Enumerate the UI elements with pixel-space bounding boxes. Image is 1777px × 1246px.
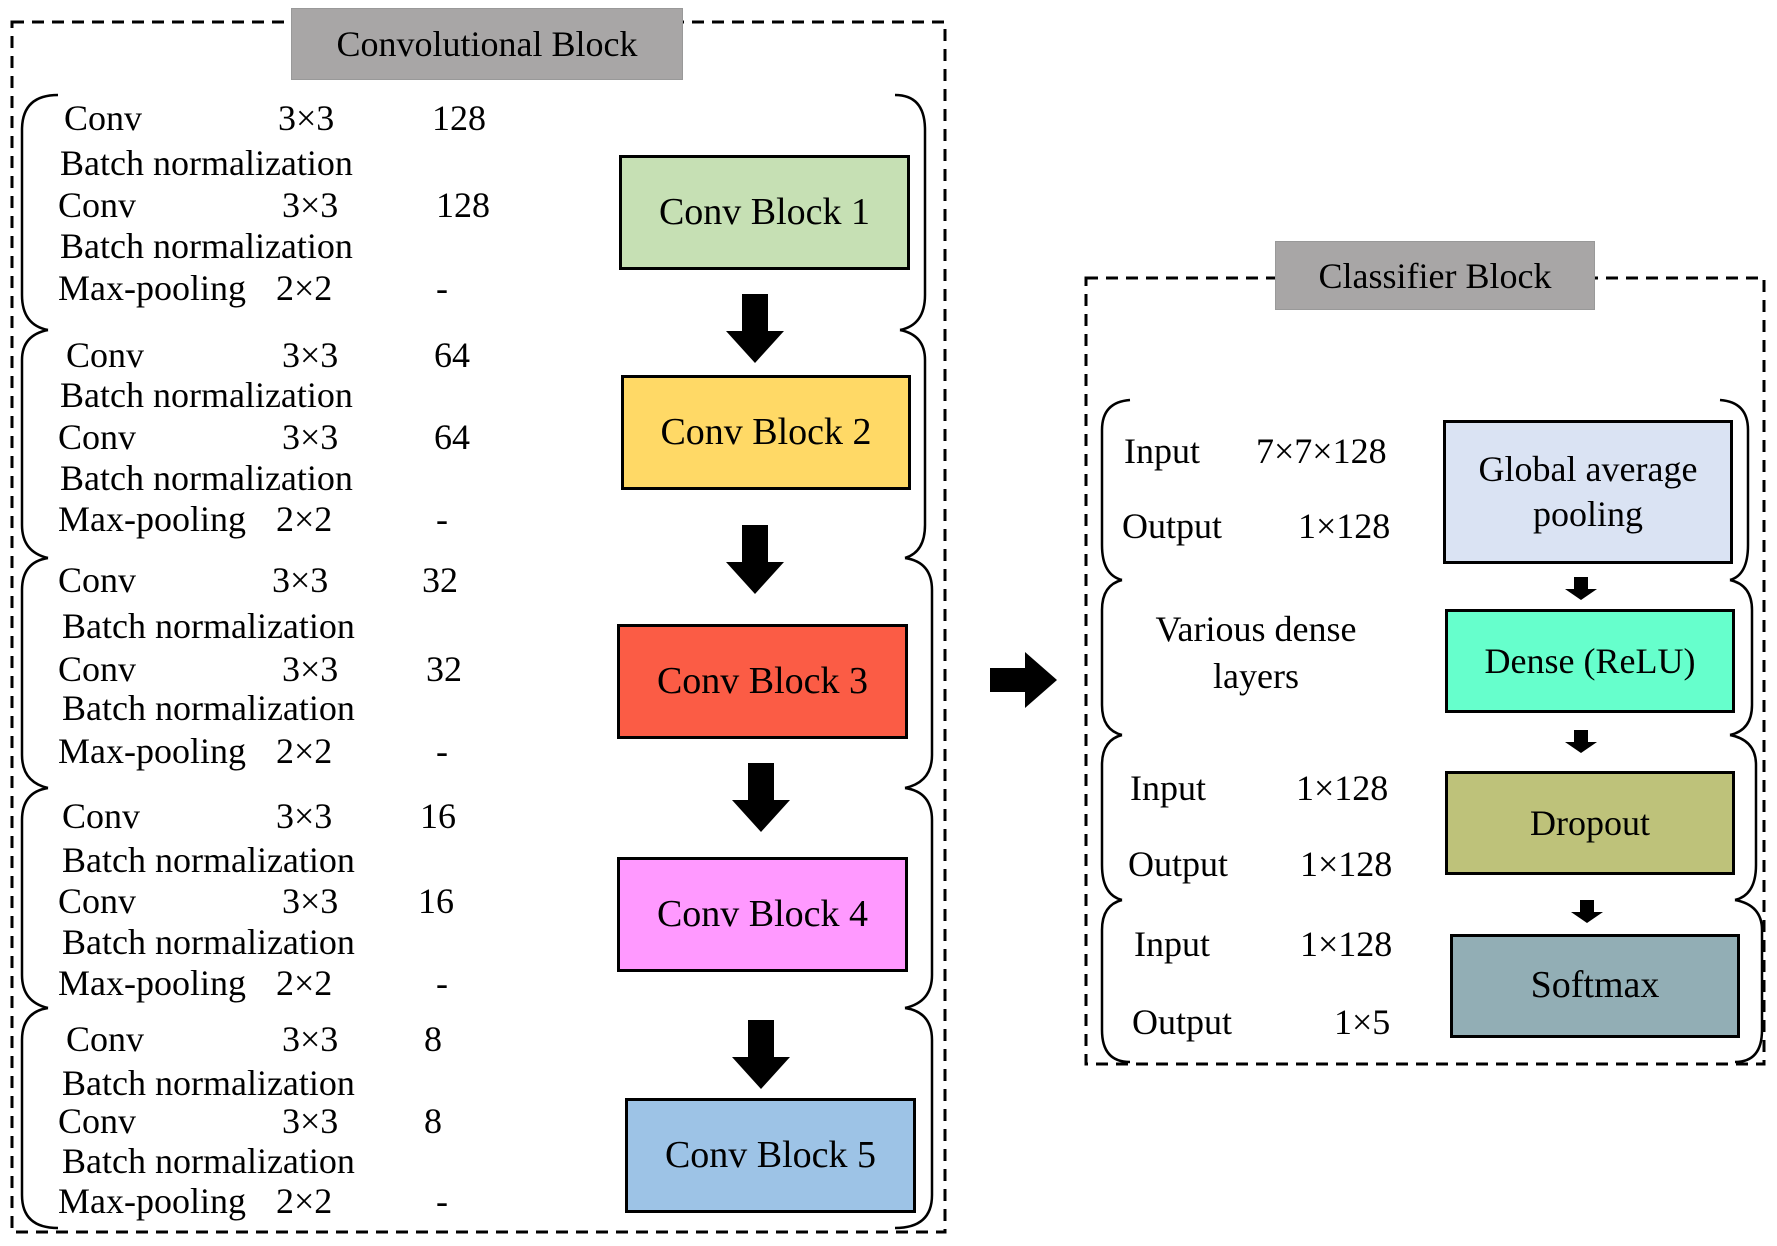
layer-filters: 128 (436, 185, 490, 225)
layer-name: Batch normalization (60, 226, 353, 266)
conv-block-5-box: Conv Block 5 (625, 1098, 916, 1213)
stage-row-name: Input (1134, 924, 1210, 964)
classifier-block-title: Classifier Block (1275, 241, 1595, 310)
layer-kernel: 3×3 (282, 649, 339, 689)
layer-filters: - (436, 963, 448, 1003)
classifier-left-braces (1100, 398, 1131, 1064)
stage-row-value: 1×5 (1334, 1002, 1391, 1042)
conv-flow-arrows (726, 294, 1603, 1089)
layer-kernel: 2×2 (276, 731, 333, 771)
stage-row-name: Input (1130, 768, 1206, 808)
stage-row-value: 1×128 (1296, 768, 1389, 808)
layer-kernel: 3×3 (282, 881, 339, 921)
layer-name: Batch normalization (60, 375, 353, 415)
layer-name: Batch normalization (62, 606, 355, 646)
layer-name: Conv (66, 1019, 145, 1059)
layer-kernel: 3×3 (282, 417, 339, 457)
conv-block-1-box: Conv Block 1 (619, 155, 910, 270)
conv-block-4-box: Conv Block 4 (617, 857, 908, 972)
layer-filters: 32 (422, 560, 458, 600)
layer-kernel: 3×3 (282, 185, 339, 225)
layer-name: Batch normalization (62, 1063, 355, 1103)
conv-right-braces (894, 93, 934, 1230)
arrow-right-icon (990, 652, 1057, 708)
layer-name: Conv (58, 560, 137, 600)
global-average-pooling-box: Global average pooling (1443, 420, 1733, 564)
layer-filters: 64 (434, 417, 470, 457)
stage-description: Various dense layers (1155, 609, 1357, 696)
layer-name: Batch normalization (60, 143, 353, 183)
layer-kernel: 2×2 (276, 963, 333, 1003)
layer-kernel: 2×2 (276, 268, 333, 308)
layer-name: Max-pooling (58, 499, 246, 539)
layer-name: Max-pooling (58, 731, 246, 771)
layer-name: Batch normalization (62, 922, 355, 962)
layer-filters: 8 (424, 1019, 442, 1059)
arrow-down-icon (726, 525, 784, 594)
layer-kernel: 3×3 (282, 1101, 339, 1141)
layer-name: Max-pooling (58, 268, 246, 308)
layer-name: Batch normalization (62, 688, 355, 728)
layer-name: Conv (58, 185, 137, 225)
conv-block-3-box: Conv Block 3 (617, 624, 908, 739)
layer-filters: 64 (434, 335, 470, 375)
layer-kernel: 2×2 (276, 1181, 333, 1221)
dropout-box: Dropout (1445, 771, 1735, 875)
softmax-box: Softmax (1450, 934, 1740, 1038)
layer-name: Batch normalization (62, 840, 355, 880)
layer-name: Max-pooling (58, 1181, 246, 1221)
layer-name: Max-pooling (58, 963, 246, 1003)
classifier-right-braces (1719, 398, 1764, 1064)
conv-block-2-box: Conv Block 2 (621, 375, 911, 490)
arrow-down-icon (726, 294, 784, 363)
layer-kernel: 3×3 (278, 98, 335, 138)
dense-relu-box: Dense (ReLU) (1445, 609, 1735, 713)
conv-left-braces (20, 93, 59, 1230)
stage-row-value: 1×128 (1300, 844, 1393, 884)
classifier-block-frame (1084, 276, 1766, 1066)
layer-name: Conv (66, 335, 145, 375)
classifier-stage-2-info: Various dense layers (1118, 606, 1394, 700)
stage-row-name: Output (1122, 506, 1223, 546)
arrow-down-icon (1565, 730, 1597, 753)
arrow-down-icon (1571, 900, 1603, 923)
layer-filters: 16 (418, 881, 454, 921)
stage-row-value: 1×128 (1298, 506, 1391, 546)
layer-filters: - (436, 1181, 448, 1221)
arrow-down-icon (732, 763, 790, 832)
layer-kernel: 3×3 (272, 560, 329, 600)
layer-kernel: 2×2 (276, 499, 333, 539)
stage-row-name: Input (1124, 431, 1200, 471)
stage-row-name: Output (1132, 1002, 1233, 1042)
layer-filters: - (436, 268, 448, 308)
stage-row-value: 1×128 (1300, 924, 1393, 964)
arrow-down-icon (1565, 577, 1597, 600)
convolutional-block-title: Convolutional Block (291, 8, 683, 80)
layer-name: Conv (62, 796, 141, 836)
layer-filters: - (436, 499, 448, 539)
stage-row-value: 7×7×128 (1256, 431, 1387, 471)
layer-filters: - (436, 731, 448, 771)
layer-name: Conv (58, 649, 137, 689)
layer-filters: 16 (420, 796, 456, 836)
box-label: Global average pooling (1478, 449, 1698, 534)
layer-name: Batch normalization (62, 1141, 355, 1181)
layer-filters: 32 (426, 649, 462, 689)
layer-kernel: 3×3 (282, 1019, 339, 1059)
layer-name: Conv (58, 881, 137, 921)
layer-kernel: 3×3 (282, 335, 339, 375)
arrow-down-icon (732, 1020, 790, 1089)
layer-filters: 8 (424, 1101, 442, 1141)
stage-row-name: Output (1128, 844, 1229, 884)
layer-filters: 128 (432, 98, 486, 138)
layer-kernel: 3×3 (276, 796, 333, 836)
layer-name: Conv (64, 98, 143, 138)
layer-name: Batch normalization (60, 458, 353, 498)
layer-name: Conv (58, 417, 137, 457)
layer-name: Conv (58, 1101, 137, 1141)
